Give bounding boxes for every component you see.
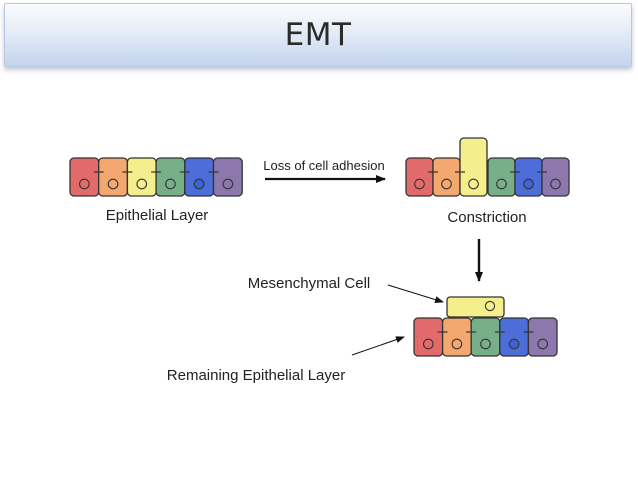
cell-body	[459, 137, 488, 197]
cell-nucleus	[468, 178, 479, 190]
epithelial-layer-label: Epithelial Layer	[106, 207, 209, 224]
cell-body	[212, 157, 243, 197]
cell-nucleus	[537, 338, 549, 350]
cell-body	[441, 317, 472, 357]
cell-body	[499, 317, 530, 357]
cell-nucleus	[107, 178, 119, 190]
cell-nucleus	[422, 338, 434, 350]
cell-body	[487, 157, 516, 197]
cell-body	[432, 157, 461, 197]
remaining-layer-cells	[413, 317, 558, 357]
cell-body	[155, 157, 186, 197]
cell-nucleus	[165, 178, 176, 190]
cell-nucleus	[441, 178, 452, 190]
epithelial-cell-orange	[98, 157, 129, 197]
cell-nucleus	[222, 178, 234, 190]
remaining-pointer-arrow	[351, 336, 405, 356]
constriction-cell-green	[487, 157, 516, 197]
remaining-cell-red	[413, 317, 444, 357]
cell-nucleus	[136, 178, 148, 190]
constriction-cell-blue	[514, 157, 543, 197]
mesenchymal-cell	[446, 296, 505, 318]
cell-nucleus	[550, 178, 561, 190]
epithelial-cell-yellow	[126, 157, 157, 197]
loss-of-adhesion-label: Loss of cell adhesion	[263, 158, 384, 173]
cell-nucleus	[414, 178, 425, 190]
mesenchymal-pointer-arrow	[387, 284, 444, 303]
cell-body	[126, 157, 157, 197]
cell-nucleus	[193, 178, 205, 190]
constriction-cell-yellow	[459, 137, 488, 197]
remaining-cell-blue	[499, 317, 530, 357]
cell-nucleus	[480, 338, 491, 350]
epithelial-cell-red	[69, 157, 100, 197]
cell-nucleus	[78, 178, 90, 190]
slide-title: EMT	[284, 17, 352, 53]
cell-nucleus	[451, 338, 463, 350]
cell-nucleus	[508, 338, 520, 350]
constriction-cell-purple	[541, 157, 570, 197]
cell-body	[527, 317, 558, 357]
constriction-label: Constriction	[447, 209, 526, 226]
epithelial-cell-blue	[184, 157, 215, 197]
constriction-layer-cells	[405, 137, 570, 197]
cell-nucleus	[523, 178, 534, 190]
constriction-cell-orange	[432, 157, 461, 197]
remaining-cell-green	[470, 317, 501, 357]
title-banner: EMT	[4, 3, 632, 67]
cell-body	[470, 317, 501, 357]
cell-body	[184, 157, 215, 197]
cell-body	[413, 317, 444, 357]
cell-body	[98, 157, 129, 197]
remaining-cell-orange	[441, 317, 472, 357]
remaining-cell-purple	[527, 317, 558, 357]
mesenchymal-cell-label: Mesenchymal Cell	[248, 275, 371, 292]
cell-body	[69, 157, 100, 197]
epithelial-cell-purple	[212, 157, 243, 197]
epithelial-layer-cells	[69, 157, 243, 197]
cell-body	[541, 157, 570, 197]
mesenchymal-cell-body	[446, 296, 505, 318]
constriction-cell-red	[405, 157, 434, 197]
cell-body	[405, 157, 434, 197]
mesenchymal-cell-nucleus	[484, 300, 496, 312]
epithelial-cell-green	[155, 157, 186, 197]
cell-body	[514, 157, 543, 197]
remaining-layer-label: Remaining Epithelial Layer	[167, 367, 345, 384]
cell-nucleus	[496, 178, 507, 190]
